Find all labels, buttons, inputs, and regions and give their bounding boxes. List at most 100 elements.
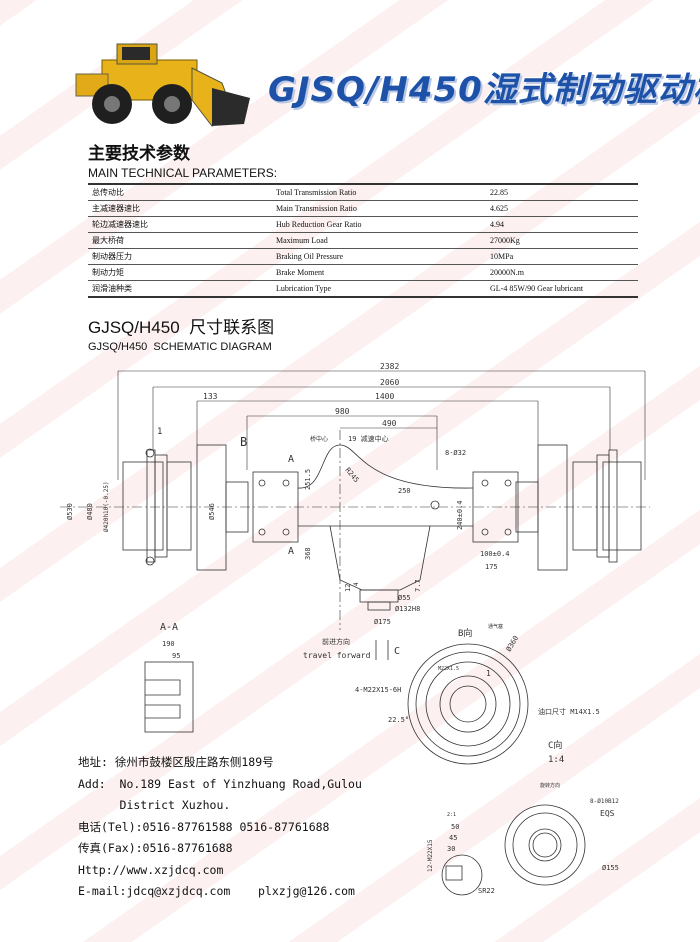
dim-100: 100±0.4: [480, 550, 510, 558]
right-wheel-hub: [537, 444, 642, 571]
dim-420: Ø420h10(-0.25): [103, 481, 110, 532]
dim-95: 95: [172, 652, 180, 660]
dim-50: 50: [451, 823, 459, 831]
address-en-1: Add: No.189 East of Yinzhuang Road,Gulou: [78, 776, 362, 791]
thread-label: 12-M22X15: [427, 839, 434, 872]
angle-label: 22.5°: [388, 716, 409, 724]
param-cn: 最大桥荷: [88, 232, 272, 249]
param-cn: 轮边减速器速比: [88, 216, 272, 233]
label-a-bottom: A: [288, 546, 294, 557]
eqs-label: EQS: [600, 809, 615, 818]
params-heading-cn: 主要技术参数: [88, 144, 190, 164]
fax: 传真(Fax):0516-87761688: [78, 841, 233, 855]
rotation-label: 旋转方向: [540, 782, 560, 789]
m22-label: M22X1.5: [438, 666, 459, 672]
dim-175: 175: [485, 563, 498, 571]
param-en: Braking Oil Pressure: [272, 248, 486, 265]
flange-drawing: [504, 804, 586, 886]
direction-en: travel forward: [303, 651, 371, 660]
dim-250: 250: [398, 487, 411, 495]
detail-drawing: [441, 854, 483, 896]
detail-scale: 2:1: [447, 812, 456, 818]
param-cn: 主减速器速比: [88, 200, 272, 217]
telephone: 电话(Tel):0516-87761588 0516-87761688: [78, 819, 330, 834]
oil-port-label: 油口尺寸 M14X1.5: [538, 707, 600, 716]
direction-cn: 前进方向: [322, 637, 350, 646]
param-value: 27000Kg: [486, 232, 638, 249]
dim-480: Ø480: [86, 503, 94, 520]
label-1: 1: [157, 427, 162, 437]
center-19-label: 19 减速中心: [348, 434, 389, 443]
label-b: B: [240, 435, 247, 449]
dim-240: 240±0.4: [456, 500, 464, 530]
direction-c: C: [394, 646, 400, 657]
schematic-heading-cn: GJSQ/H450 尺寸联系图: [88, 318, 275, 337]
vent-label: 通气塞: [488, 623, 503, 630]
dim-530: Ø530: [66, 503, 74, 520]
contact-block: 地址: 徐州市鼓楼区殷庄路东侧189号 Add: No.189 East of …: [78, 752, 362, 903]
param-value: 22.85: [486, 184, 638, 201]
dim-490: 490: [382, 419, 397, 428]
holes-label: 4-M22X15-6H: [355, 686, 401, 694]
param-value: 4.625: [486, 200, 638, 217]
schematic-heading-en: GJSQ/H450 SCHEMATIC DIAGRAM: [88, 341, 272, 353]
dim-4: 4: [353, 582, 360, 586]
section-a-a: [144, 661, 194, 733]
view-c-title: C向: [548, 739, 562, 751]
email-link[interactable]: E-mail:jdcq@xzjdcq.com plxzjg@126.com: [78, 884, 355, 898]
address-cn: 地址: 徐州市鼓楼区殷庄路东侧189号: [78, 755, 274, 769]
dim-980: 980: [335, 407, 350, 416]
address-en-2: District Xuzhou.: [78, 798, 231, 812]
param-cn: 制动器压力: [88, 248, 272, 265]
dimension-lines: [60, 370, 650, 630]
dim-190: 190: [162, 640, 175, 648]
label-a-top: A: [288, 454, 294, 465]
dim-360: Ø360: [505, 634, 520, 653]
dim-12: 12: [344, 584, 352, 592]
param-value: GL-4 85W/90 Gear lubricant: [486, 280, 638, 298]
dim-175b: Ø175: [374, 618, 391, 626]
hole-label: 8-Ø32: [445, 449, 466, 457]
view-c-scale: 1:4: [548, 755, 564, 765]
param-en: Total Transmission Ratio: [272, 184, 486, 201]
product-title: GJSQ/H450湿式制动驱动桥: [268, 70, 700, 110]
param-en: Hub Reduction Gear Ratio: [272, 216, 486, 233]
loader-image: [75, 43, 250, 127]
dim-55: Ø55: [398, 594, 411, 602]
param-en: Main Transmission Ratio: [272, 200, 486, 217]
param-value: 10MPa: [486, 248, 638, 265]
param-cn: 润滑油种类: [88, 280, 272, 298]
param-en: Lubrication Type: [272, 280, 486, 298]
dim-45: 45: [449, 834, 457, 842]
param-en: Maximum Load: [272, 232, 486, 249]
param-cn: 总传动比: [88, 184, 272, 201]
dim-251: 251.5: [304, 469, 312, 490]
param-value: 4.94: [486, 216, 638, 233]
view-b-one: 1: [486, 669, 491, 678]
params-heading-en: MAIN TECHNICAL PARAMETERS:: [88, 166, 278, 180]
dim-132: Ø132H8: [395, 605, 420, 613]
sr-label: SR22: [478, 887, 495, 895]
view-b-drawing: [407, 643, 529, 765]
dim-r245: R245: [343, 466, 360, 484]
section-title: A-A: [160, 622, 178, 633]
dim-2382: 2382: [380, 362, 399, 371]
website-link[interactable]: Http://www.xzjdcq.com: [78, 862, 224, 877]
dim-546: Ø546: [208, 503, 216, 520]
dim-1400: 1400: [375, 392, 394, 401]
axle-center-label: 桥中心: [310, 435, 328, 443]
param-en: Brake Moment: [272, 264, 486, 281]
axle-housing: [225, 444, 539, 611]
dim-2060: 2060: [380, 378, 399, 387]
view-b-title: B向: [458, 627, 472, 639]
dim-368: 368: [304, 547, 312, 560]
